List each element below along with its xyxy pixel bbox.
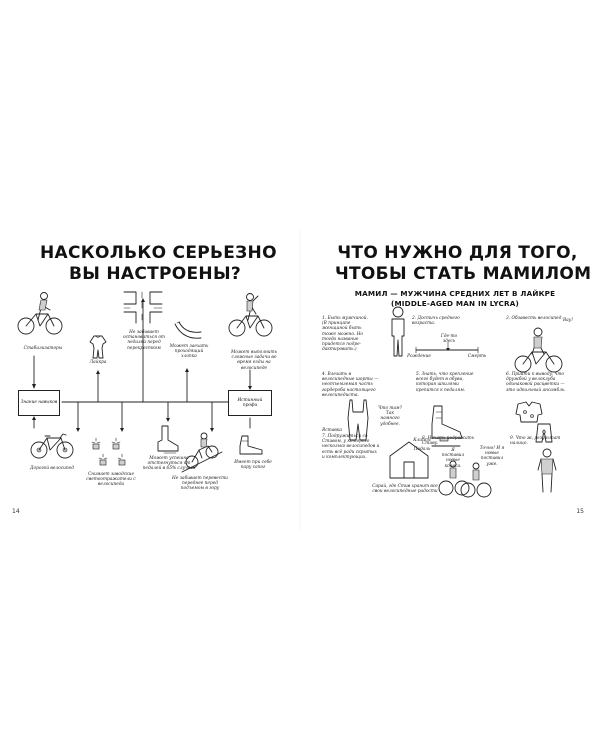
mamil-definition: МАМИЛ — МУЖЧИНА СРЕДНИХ ЛЕТ В ЛАЙКРЕ (MI… (320, 289, 590, 309)
step-2-text: 2. Достичь среднего возраста. (412, 316, 460, 327)
subtitle-line1: МАМИЛ — МУЖЧИНА СРЕДНИХ ЛЕТ В ЛАЙКРЕ (354, 289, 556, 298)
label-can-unclip: Может успешно отстегнуться от педалей в … (142, 456, 196, 472)
clipping-shoe-illustration (157, 425, 179, 454)
label-can-catch: Может заехать проходящий хлопка (169, 344, 209, 360)
step-9-text: 9. Что ж, результат налицо. (510, 436, 561, 447)
step-6-text: 6. Прийти к выводу, что дружбой у велокл… (506, 372, 566, 393)
step-8-text: 8. Начать подражать Стиву. (422, 436, 475, 447)
spine-shadow (299, 230, 301, 530)
left-page-number: 14 (12, 508, 20, 515)
subtitle-line2: (MIDDLE-AGED MAN IN LYCRA) (390, 299, 520, 308)
cycling-shoe-illustration (431, 405, 463, 447)
label-lycra: Лайкра (89, 360, 107, 365)
left-page-title: НАСКОЛЬКО СЕРЬЕЗНО ВЫ НАСТРОЕНЫ? (40, 243, 277, 285)
step-1-text: 1. Быть мужчиной. (В принципе женщиной б… (322, 316, 368, 353)
label-no-swerve: Не забивает перевести переднее перед под… (172, 476, 228, 492)
left-page: НАСКОЛЬКО СЕРЬЕЗНО ВЫ НАСТРОЕНЫ? (12, 243, 277, 515)
seriousness-diagram-lines (32, 298, 252, 432)
box-no-knowledge: Знание навыков (18, 390, 60, 416)
shed-illustration (389, 441, 429, 479)
right-page-title: ЧТО НУЖНО ДЛЯ ТОГО, ЧТОБЫ СТАТЬ МАМИЛОМ (335, 243, 592, 285)
label-wears-gloves: Имеет при себе пару сапог (234, 460, 272, 471)
annotation-pedal: Педаль (413, 447, 431, 452)
step-3-text: 3. Обзавесть велосипед. (506, 316, 563, 321)
cyclist-stabilizers-illustration (17, 292, 63, 335)
step-4-text: 4. Влезать в велосипедные шорты — неотъе… (322, 372, 379, 398)
box-true-pro: Истинный профи (228, 390, 272, 416)
man-with-bike-illustration (514, 327, 563, 373)
label-factory-reflectors: Снимает заводские светоотражатели с вело… (86, 472, 136, 488)
two-cyclists-illustration (438, 460, 492, 498)
step-5-text: 5. Знать, что крепление всего будет в об… (416, 372, 474, 393)
right-title-line1: ЧТО НУЖНО ДЛЯ ТОГО, (337, 243, 578, 263)
leg-curve-illustration (174, 321, 202, 339)
annotation-copy-steve: Я поставил новые колеса. (441, 448, 465, 469)
annotation-wow: Вау! (563, 318, 573, 323)
annotation-birth: Рождение (407, 354, 431, 359)
lycra-suit-illustration (89, 335, 107, 359)
bib-shorts-illustration (347, 399, 369, 441)
left-title-line1: НАСКОЛЬКО СЕРЬЕЗНО (40, 243, 277, 263)
label-no-slowing: Не забивает остановиться от педалей пере… (122, 330, 165, 351)
annotation-where-here: Где-то здесь (440, 334, 458, 345)
mamil-result-illustration (537, 448, 557, 493)
right-page-number: 15 (576, 508, 584, 515)
annotation-death: Смерть (467, 354, 487, 359)
annotation-shorts-question: Что там? Так намного удобнее. (378, 406, 402, 427)
cycling-kit-illustration (515, 401, 553, 443)
rider-tricks-illustration (228, 293, 273, 337)
left-title-line2: ВЫ НАСТРОЕНЫ? (68, 264, 242, 284)
right-title-line2: ЧТОБЫ СТАТЬ МАМИЛОМ (335, 264, 592, 284)
annotation-clips: Клипсы (413, 438, 431, 443)
crossroads-illustration (123, 291, 163, 324)
reflectors-illustration (91, 437, 126, 466)
climbing-cyclist-illustration (181, 432, 223, 473)
step-7-text: 7. Подружиться со Стивом, у которого нес… (322, 434, 380, 460)
annotation-steve-caption: Сарай, где Стив хранит все свои велосипе… (372, 484, 438, 495)
label-road-bike: Дорогой велосипед (30, 466, 74, 471)
age-timeline-illustration (415, 341, 479, 354)
annotation-insert: Вставка (322, 428, 342, 433)
label-hard-tasks: Может выполнить сложные задачи во время … (231, 350, 277, 371)
label-stabilizers: Стабилизаторы (23, 346, 63, 351)
annotation-me-too: Точно! И я новые поставил уже. (479, 446, 505, 467)
right-page: ЧТО НУЖНО ДЛЯ ТОГО, ЧТОБЫ СТАТЬ МАМИЛОМ … (300, 0, 600, 750)
road-bike-illustration (30, 433, 74, 459)
booties-illustration (239, 435, 263, 455)
man-figure-illustration (391, 306, 405, 357)
